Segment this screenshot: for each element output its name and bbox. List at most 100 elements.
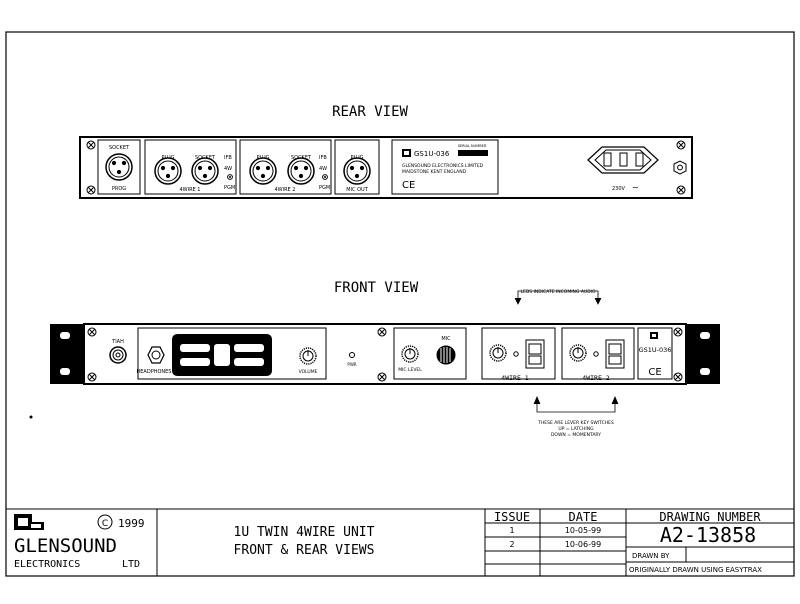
prog-socket-label: SOCKET: [109, 145, 130, 151]
switch-note-line2: UP = LATCHING: [558, 426, 594, 432]
tiah-jack-icon: [109, 346, 127, 364]
xlr-socket-icon: [191, 157, 219, 185]
screw-icon: [87, 372, 97, 382]
front-4wire1-label: 4WIRE 1: [501, 374, 528, 382]
screw-icon: [676, 185, 686, 195]
wire1-pgm-label: PGM: [224, 185, 235, 191]
mains-voltage-label: 230V: [612, 186, 626, 192]
headphones-block: [137, 327, 327, 380]
screw-icon: [377, 327, 387, 337]
wire2-4w-label: 4W: [319, 166, 327, 172]
screw-icon: [377, 372, 387, 382]
screw-icon: [87, 327, 97, 337]
glensound-logo-icon: [402, 149, 411, 157]
title-block: [5, 508, 795, 577]
leds-annotation: [514, 290, 602, 305]
screw-icon: [673, 327, 683, 337]
switch-icon: [227, 174, 233, 180]
wire2-pgm-label: PGM: [319, 185, 330, 191]
prog-block: [97, 139, 141, 195]
4wire2-lever-switch-icon[interactable]: [605, 339, 625, 369]
ce-mark-icon: CE: [402, 180, 415, 191]
4wire2-led-icon: [593, 351, 599, 357]
screw-icon: [673, 372, 683, 382]
serial-number-label: SERIAL NUMBER: [458, 144, 487, 148]
front-4wire2-block: [561, 327, 635, 380]
date-header: DATE: [569, 510, 598, 524]
company-address-label: MAIDSTONE KENT ENGLAND: [402, 169, 467, 175]
screw-icon: [86, 140, 96, 150]
volume-knob-icon[interactable]: [299, 347, 317, 365]
origin-note: ORIGINALLY DRAWN USING EASYTRAX: [629, 566, 762, 574]
wire1-ifb-label: IFB: [224, 155, 232, 161]
headphone-grille-icon: [172, 334, 272, 376]
prog-label: PROG: [112, 186, 126, 192]
4wire1-led-icon: [513, 351, 519, 357]
xlr-plug-icon: [343, 157, 371, 185]
serial-number-plate: [458, 150, 488, 156]
company-ltd: LTD: [122, 559, 140, 570]
rear-nameplate: [391, 139, 499, 195]
wire1-4w-label: 4W: [224, 166, 232, 172]
front-model-label: GS1U-036: [639, 346, 672, 354]
rear-panel-outline: [79, 136, 693, 199]
front-view-title: FRONT VIEW: [334, 280, 419, 296]
issue-row-1-issue: 1: [509, 526, 514, 535]
tiah-label: TIAH: [111, 339, 124, 345]
glensound-logo-icon: [14, 514, 44, 530]
copyright-icon: [97, 514, 113, 530]
glensound-logo-icon: [650, 332, 658, 339]
switch-note-line1: THESE ARE LEVER KEY SWITCHES: [537, 420, 614, 426]
rear-view-title: REAR VIEW: [332, 104, 408, 120]
copyright-symbol: C: [102, 519, 108, 529]
screw-icon: [676, 140, 686, 150]
issue-row-2-date: 10-06-99: [565, 540, 601, 549]
switch-icon: [322, 174, 328, 180]
earth-terminal-icon: [673, 160, 687, 175]
volume-label: VOLUME: [299, 369, 318, 375]
iec-mains-inlet-icon: [587, 146, 659, 174]
drawing-number-label: DRAWING NUMBER: [659, 510, 761, 524]
copyright-year: 1999: [118, 517, 145, 530]
rear-4wire1-label: 4WIRE 1: [179, 187, 200, 193]
screw-icon: [86, 185, 96, 195]
headphone-jack-icon: [147, 346, 165, 364]
xlr-plug-icon: [154, 157, 182, 185]
front-4wire1-block: [481, 327, 556, 380]
4wire1-lever-switch-icon[interactable]: [525, 339, 545, 369]
company-name-line2: ELECTRONICS: [14, 559, 80, 570]
4wire2-level-knob-icon[interactable]: [569, 344, 587, 362]
xlr-socket-icon: [105, 153, 133, 181]
mic-label: MIC: [441, 336, 451, 342]
drawing-number: A2-13858: [660, 523, 756, 547]
rear-panel: SOCKET PROG PLUG SOCKET 4WIRE 1 IFB 4W P…: [79, 136, 693, 199]
rack-slot-icon: [60, 332, 70, 339]
rack-slot-icon: [700, 332, 710, 339]
drawing-title-line1: 1U TWIN 4WIRE UNIT: [234, 525, 375, 540]
rear-4wire2-label: 4WIRE 2: [274, 187, 295, 193]
front-4wire2-label: 4WIRE 2: [582, 374, 609, 382]
issue-row-1-date: 10-05-99: [565, 526, 601, 535]
rear-4wire1-block: [144, 139, 237, 195]
issue-row-2-issue: 2: [509, 540, 514, 549]
mic-level-label: MIC LEVEL: [398, 367, 422, 373]
xlr-plug-icon: [249, 157, 277, 185]
switch-annotation: [533, 395, 619, 413]
front-ce-mark-icon: CE: [648, 367, 661, 378]
rear-screws: [86, 140, 686, 195]
mic-level-knob-icon[interactable]: [401, 345, 419, 363]
drawing-title-line2: FRONT & REAR VIEWS: [234, 543, 375, 558]
power-led-icon: [349, 352, 355, 358]
front-screws: [87, 327, 683, 382]
microphone-grille-icon: [436, 345, 456, 365]
switch-note-line3: DOWN = MOMENTARY: [551, 432, 601, 438]
mic-out-block: [334, 139, 380, 195]
4wire1-level-knob-icon[interactable]: [489, 344, 507, 362]
drawn-by-label: DRAWN BY: [632, 552, 670, 560]
rack-slot-icon: [700, 368, 710, 375]
rack-slot-icon: [60, 368, 70, 375]
pwr-label: PWR: [347, 362, 356, 367]
stray-mark: [29, 415, 33, 419]
company-name-label: GLENSOUND ELECTRONICS LIMITED: [402, 163, 484, 169]
